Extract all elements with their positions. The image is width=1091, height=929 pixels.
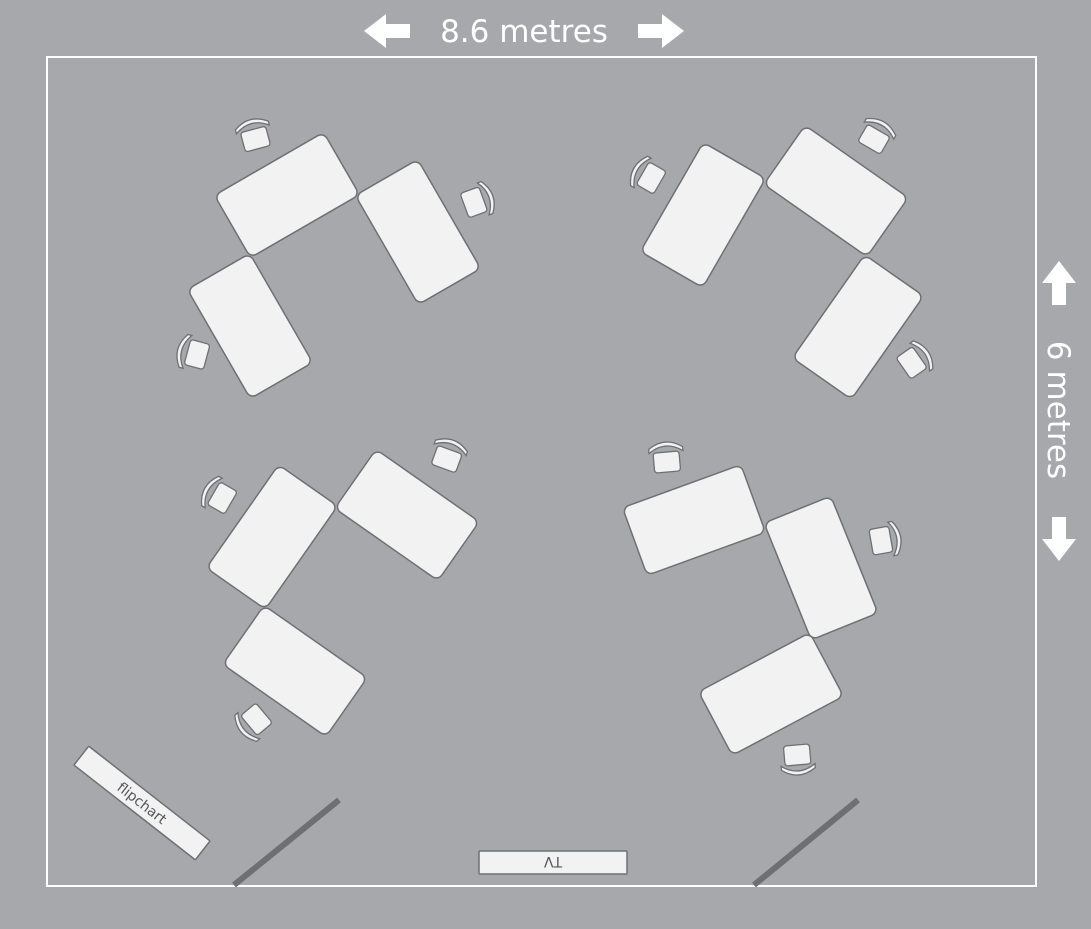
table (357, 161, 479, 303)
table (642, 144, 764, 286)
chair (233, 114, 276, 154)
table (765, 497, 877, 639)
table-group-top-right (624, 112, 939, 398)
height-label: 6 metres (1040, 341, 1076, 479)
up-arrow-icon (1042, 261, 1076, 305)
tv: TV (478, 850, 628, 875)
room-wall (46, 56, 1037, 887)
chair (195, 472, 241, 519)
chair (647, 439, 686, 475)
down-arrow-icon (1042, 517, 1076, 561)
table (700, 634, 842, 754)
chair (172, 332, 212, 375)
table (794, 256, 922, 398)
chair (426, 433, 471, 475)
height-dimension: 6 metres (1040, 261, 1076, 561)
width-label: 8.6 metres (440, 14, 608, 50)
table (224, 607, 366, 735)
door-left (232, 797, 341, 888)
chair (624, 152, 670, 199)
table (336, 451, 478, 579)
flipchart: flipchart (73, 745, 211, 861)
chair (893, 336, 939, 384)
chair (853, 112, 900, 158)
chair (458, 178, 500, 223)
table-group-top-left (172, 114, 500, 397)
table (208, 466, 336, 608)
chair (778, 742, 817, 778)
chair (229, 699, 276, 746)
table (189, 255, 311, 397)
table-group-bottom-left (195, 433, 478, 746)
width-dimension: 8.6 metres (364, 14, 684, 50)
tv-label: TV (544, 853, 564, 869)
table (623, 465, 765, 575)
table (216, 134, 358, 256)
left-arrow-icon (364, 14, 410, 48)
table (765, 127, 907, 255)
chair (867, 519, 905, 560)
right-arrow-icon (638, 14, 684, 48)
door-right (752, 797, 860, 888)
table-group-bottom-right (623, 439, 905, 778)
